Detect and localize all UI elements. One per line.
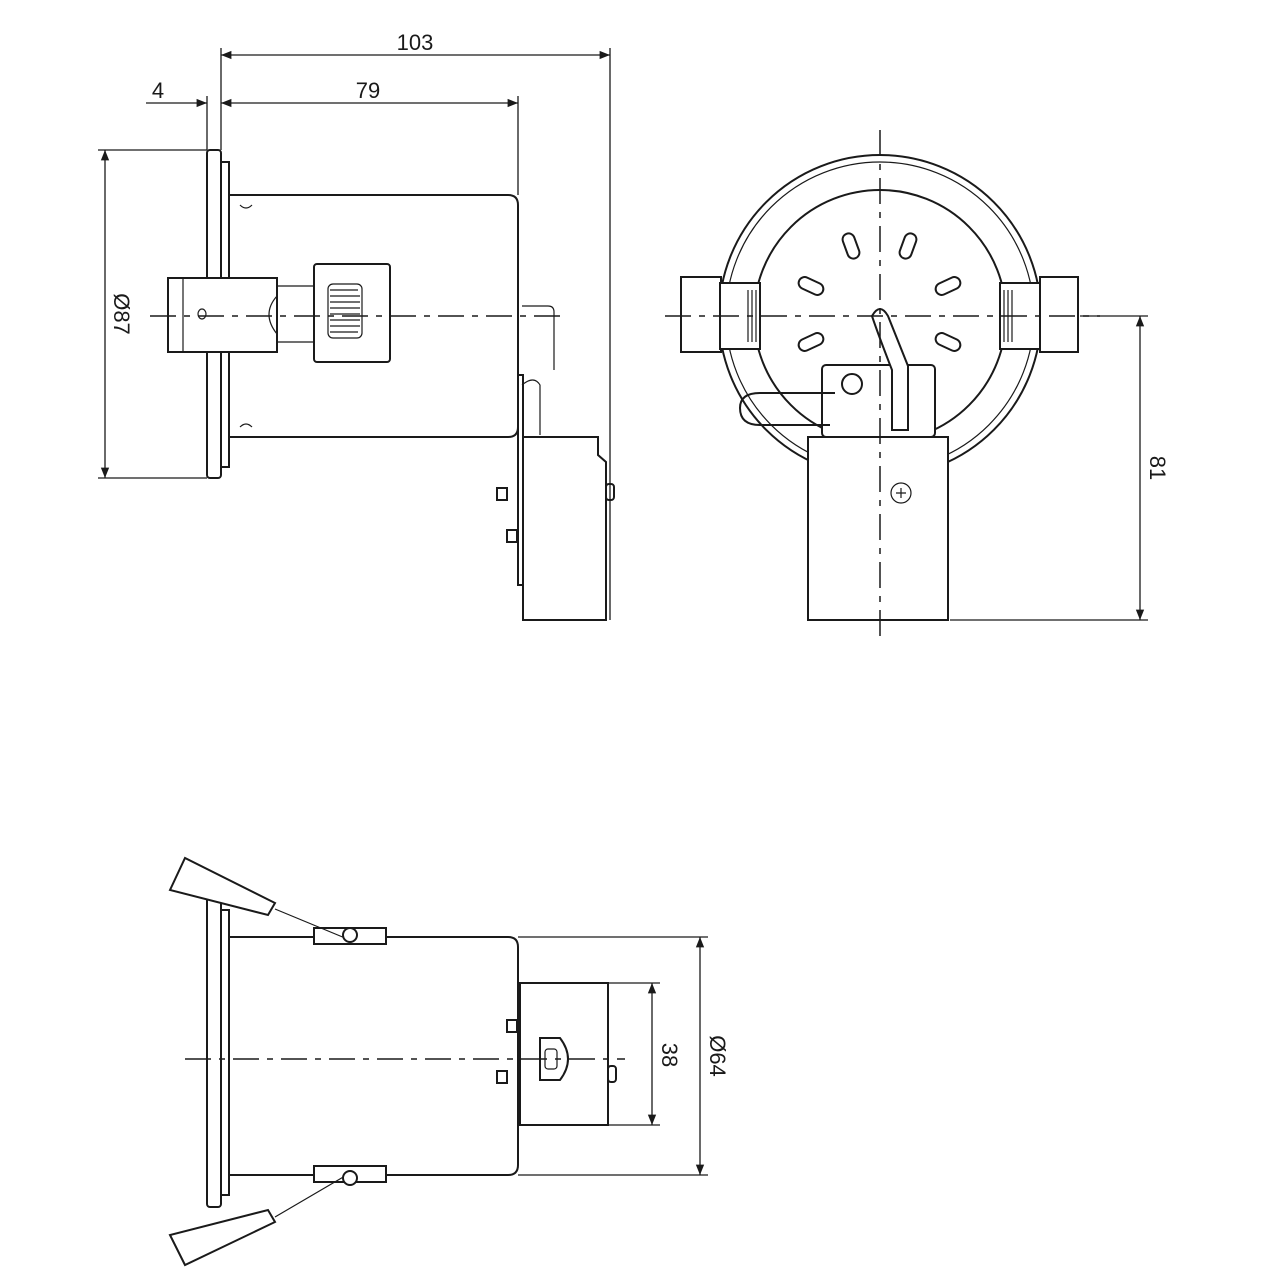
dim-overall-depth: 103 <box>397 30 434 55</box>
spring-arm-bottom <box>168 1208 277 1267</box>
screw-icon <box>890 482 912 504</box>
cable-gland-icon <box>841 373 863 395</box>
mount-plate <box>821 364 936 438</box>
top-view <box>168 856 625 1267</box>
left-clip <box>680 276 722 353</box>
dim-driver-width: 38 <box>657 1043 682 1067</box>
spring-arm-top <box>168 856 277 917</box>
dimensions-side: 103 79 4 Ø87 <box>98 30 611 620</box>
spring-clip-bracket <box>167 277 278 353</box>
housing-body <box>229 194 519 438</box>
dim-flange-thickness: 4 <box>152 78 164 103</box>
vent-slots <box>797 232 962 352</box>
right-clip <box>1039 276 1079 353</box>
spring-coil-icon <box>327 283 363 339</box>
driver-box <box>807 436 949 621</box>
side-view <box>150 149 615 621</box>
torsion-spring-box <box>313 263 391 363</box>
dim-body-depth: 79 <box>356 78 380 103</box>
driver-box-side <box>522 436 607 621</box>
dim-flange-diameter: Ø87 <box>109 293 134 335</box>
dimensions-rear: 81 <box>950 315 1170 621</box>
dimensions-top: 38 Ø64 <box>518 936 730 1176</box>
rear-view <box>665 130 1100 640</box>
dim-driver-offset: 81 <box>1145 456 1170 480</box>
dim-body-diameter: Ø64 <box>705 1035 730 1077</box>
cable <box>870 308 909 431</box>
